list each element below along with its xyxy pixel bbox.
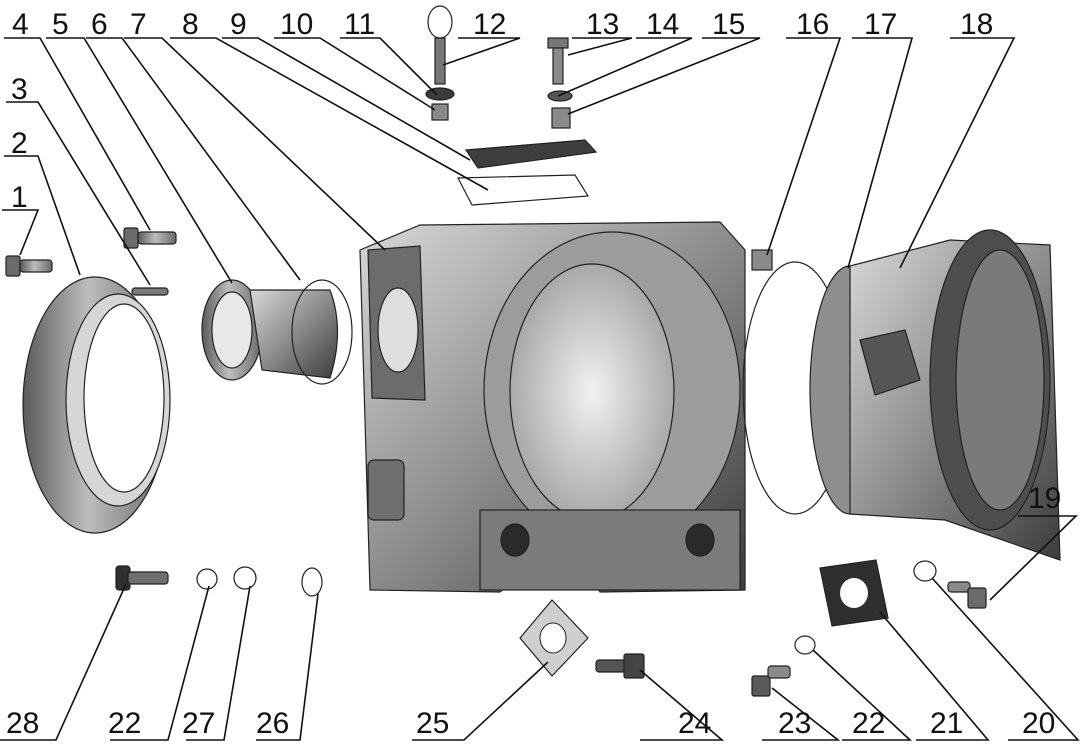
callout-21: 21	[930, 707, 963, 740]
callout-13: 13	[586, 8, 619, 41]
part-27-washer	[233, 566, 257, 590]
callout-22-right: 22	[852, 707, 885, 740]
part-7-gasket	[291, 279, 353, 385]
callout-18: 18	[960, 8, 993, 41]
part-28-bolt	[115, 565, 169, 591]
part-24-bolt	[595, 653, 645, 679]
callout-14: 14	[646, 8, 679, 41]
callout-10: 10	[280, 8, 313, 41]
part-21-flange-gasket	[819, 559, 889, 627]
callout-23: 23	[778, 707, 811, 740]
leader-lines	[0, 37, 1080, 741]
callout-4: 4	[12, 8, 29, 41]
callout-28: 28	[6, 707, 39, 740]
callout-9: 9	[230, 8, 247, 41]
callout-5: 5	[52, 8, 69, 41]
callout-26: 26	[256, 707, 289, 740]
part-20-washer	[913, 560, 937, 582]
callout-19: 19	[1028, 482, 1061, 515]
part-3-bolt	[123, 227, 177, 249]
part-16-nut	[751, 249, 773, 271]
part-22-washer-right	[794, 635, 816, 655]
part-18-outlet-elbow	[809, 229, 1061, 561]
callout-2: 2	[11, 127, 28, 160]
part-19-bolt	[947, 581, 987, 609]
callout-24: 24	[678, 707, 711, 740]
callout-16: 16	[796, 8, 829, 41]
part-13-14-15-bolt-set	[547, 37, 573, 129]
callout-8: 8	[182, 8, 199, 41]
callout-1: 1	[11, 181, 28, 214]
part-1-bolt	[5, 255, 53, 277]
callout-27: 27	[182, 707, 215, 740]
callout-numbers: 1 2 3 4 5 6 7 8 9 10 11 12 13 14 15 16 1…	[6, 8, 1061, 740]
callout-17: 17	[864, 8, 897, 41]
part-23-bolt	[751, 665, 791, 697]
callout-22-left: 22	[108, 707, 141, 740]
callout-25: 25	[416, 707, 449, 740]
part-26-ring	[301, 567, 323, 597]
part-25-diamond-gasket	[519, 599, 589, 677]
callout-12: 12	[473, 8, 506, 41]
main-housing	[359, 221, 746, 593]
part-8-9-cover-plate	[457, 139, 598, 206]
part-6-tube	[249, 289, 339, 379]
callout-20: 20	[1022, 707, 1055, 740]
part-22-washer-left	[196, 568, 218, 590]
callout-3: 3	[11, 73, 28, 106]
part-2-flange-ring	[22, 276, 171, 534]
callout-15: 15	[712, 8, 745, 41]
callout-7: 7	[130, 8, 147, 41]
callout-6: 6	[91, 8, 108, 41]
part-4-pin	[131, 287, 169, 296]
callout-11: 11	[344, 8, 375, 41]
